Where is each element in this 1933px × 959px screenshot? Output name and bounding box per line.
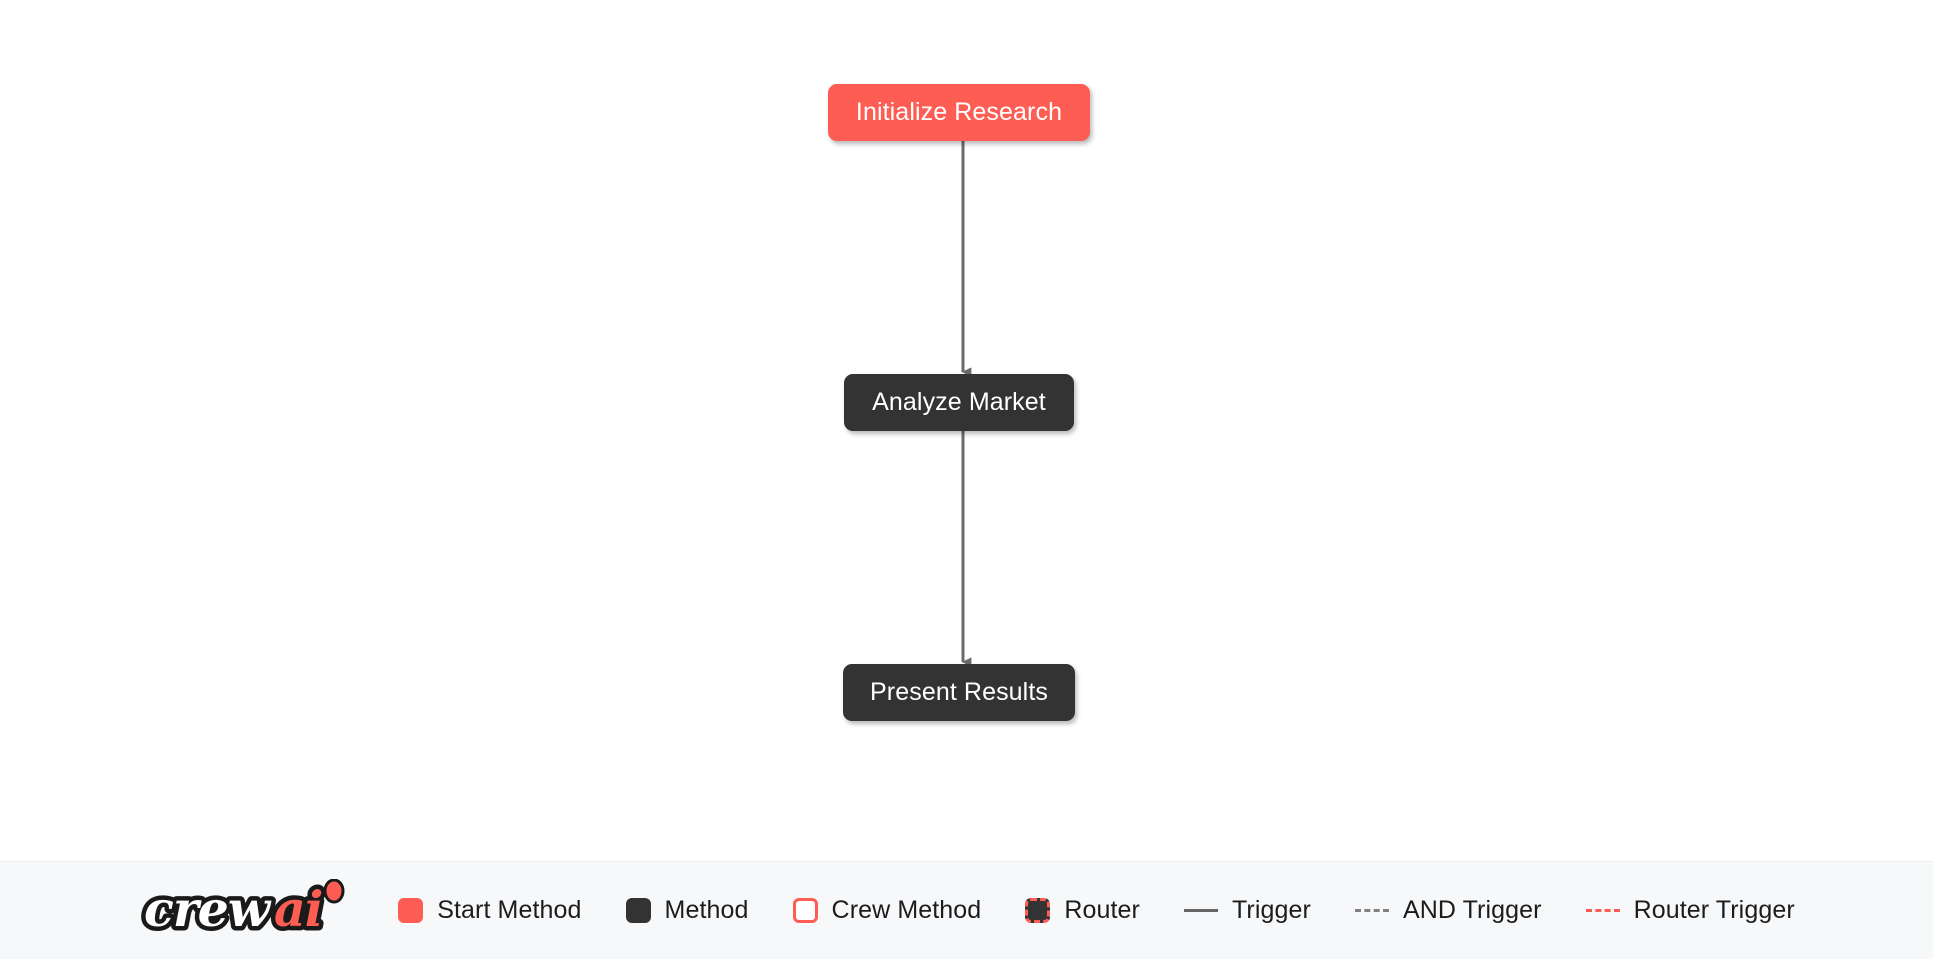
logo-text-ai: ai <box>274 880 322 938</box>
legend-item-label: Router Trigger <box>1633 896 1795 924</box>
logo-dot-icon <box>323 878 345 903</box>
logo-outline-ai: ai <box>274 880 322 938</box>
start-method-swatch-icon <box>398 898 424 923</box>
legend-item-label: Router <box>1064 896 1140 924</box>
legend-item-label: Trigger <box>1231 896 1311 924</box>
legend-item-router-trigger: Router Trigger <box>1585 896 1795 924</box>
legend-bar: crew crew ai ai Start Method Method Crew… <box>0 861 1933 959</box>
legend-item-label: AND Trigger <box>1402 896 1542 924</box>
flow-node-label: Initialize Research <box>855 98 1063 126</box>
flow-node-initialize-research[interactable]: Initialize Research <box>828 84 1090 141</box>
legend-item-label: Start Method <box>437 896 582 924</box>
and-trigger-line-icon <box>1354 909 1389 912</box>
legend-item-router: Router <box>1025 898 1140 923</box>
legend-item-trigger: Trigger <box>1183 896 1311 924</box>
legend-item-start-method: Start Method <box>398 898 581 923</box>
legend-item-label: Method <box>664 896 749 924</box>
logo-text-crew: crew <box>144 880 272 938</box>
router-swatch-icon <box>1025 898 1051 923</box>
crew-method-swatch-icon <box>792 898 818 923</box>
flow-node-present-results[interactable]: Present Results <box>843 664 1075 721</box>
legend-item-label: Crew Method <box>831 896 982 924</box>
flow-node-label: Present Results <box>870 678 1048 706</box>
legend-item-crew-method: Crew Method <box>792 896 982 924</box>
logo-outline-crew: crew <box>144 880 272 938</box>
flow-node-analyze-market[interactable]: Analyze Market <box>844 374 1074 431</box>
flow-node-label: Analyze Market <box>872 388 1046 416</box>
legend-item-method: Method <box>625 896 749 924</box>
router-trigger-line-icon <box>1585 909 1620 912</box>
crewai-logo: crew crew ai ai <box>140 878 345 942</box>
trigger-line-icon <box>1183 909 1218 912</box>
flow-canvas[interactable]: Initialize Research Analyze Market Prese… <box>0 0 1933 861</box>
legend-item-and-trigger: AND Trigger <box>1354 896 1542 924</box>
legend-items-container: crew crew ai ai Start Method Method Crew… <box>138 878 1795 943</box>
method-swatch-icon <box>625 898 651 923</box>
